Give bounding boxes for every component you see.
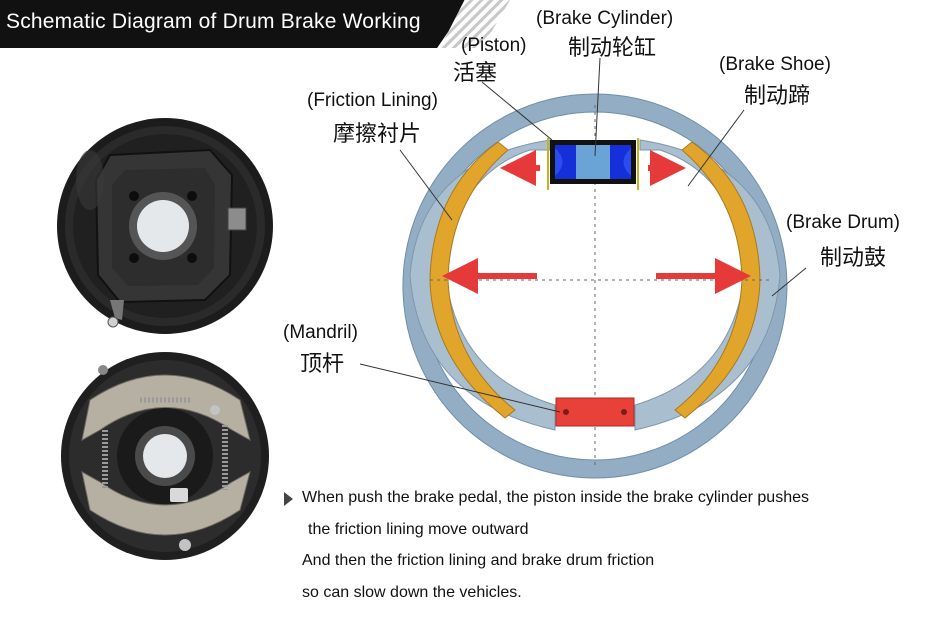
mandril-label-zh: 顶杆	[300, 352, 345, 377]
brake-drum-label-zh: 制动鼓	[820, 246, 887, 271]
description-line-1: When push the brake pedal, the piston in…	[302, 489, 809, 506]
description-line-4: so can slow down the vehicles.	[302, 584, 522, 601]
mandril-label-en: (Mandril)	[283, 322, 358, 343]
center-crosshair	[430, 105, 770, 465]
friction-lining-left	[429, 141, 516, 419]
brake-shoe-label-zh: 制动蹄	[744, 84, 811, 109]
brake-cylinder-label-en: (Brake Cylinder)	[536, 8, 674, 29]
brake-cylinder-label-zh: 制动轮缸	[568, 36, 657, 61]
mandril	[555, 397, 635, 427]
brake-drum-label-en: (Brake Drum)	[786, 212, 901, 233]
friction-lining-label-en: (Friction Lining)	[307, 90, 438, 111]
title-bar	[0, 0, 470, 48]
leader-lines	[359, 57, 807, 413]
description-line-3: And then the friction lining and brake d…	[302, 552, 655, 569]
page-title: Schematic Diagram of Drum Brake Working	[6, 10, 421, 33]
brake-shoe-label-en: (Brake Shoe)	[719, 54, 831, 75]
piston-label-zh: 活塞	[453, 61, 498, 86]
friction-lining-label-zh: 摩擦衬片	[333, 122, 422, 147]
description-line-2: the friction lining move outward	[308, 521, 529, 538]
brake-cylinder	[547, 138, 639, 190]
triangle-right-icon	[284, 492, 293, 506]
piston-label-en: (Piston)	[461, 35, 527, 56]
friction-lining-right	[674, 141, 761, 419]
